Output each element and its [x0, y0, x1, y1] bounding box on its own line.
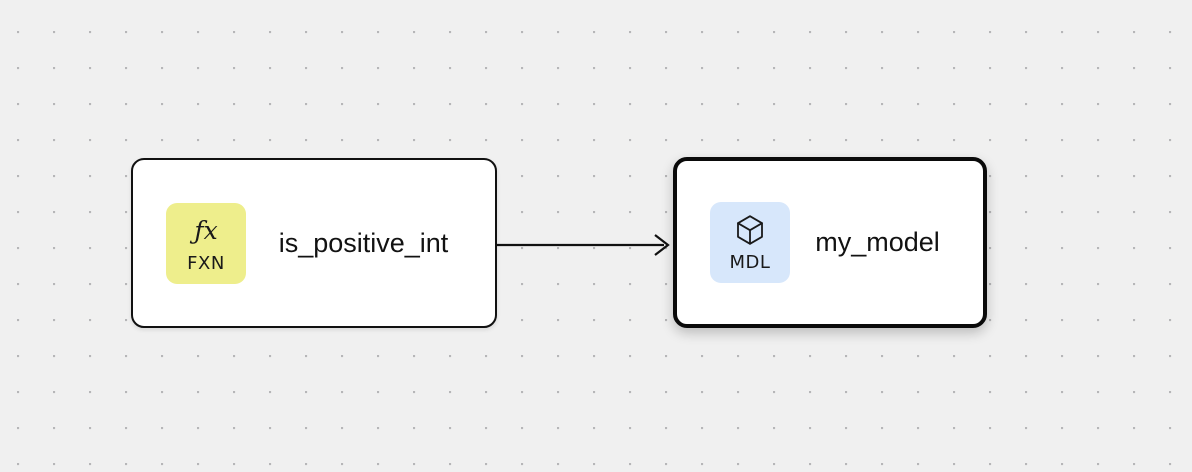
- node-type-badge-mdl: MDL: [710, 202, 790, 283]
- node-type-abbr: MDL: [729, 252, 771, 273]
- edge-arrowhead-icon: [654, 234, 670, 256]
- node-type-badge-fxn: ƒx FXN: [166, 202, 246, 284]
- function-fx-icon: ƒx: [194, 216, 218, 245]
- cube-icon: [735, 213, 765, 247]
- node-my-model[interactable]: MDL my_model: [673, 157, 987, 328]
- edge-is-positive-int-to-my-model[interactable]: [497, 234, 670, 256]
- node-title: my_model: [815, 227, 940, 257]
- node-type-abbr: FXN: [187, 252, 225, 274]
- node-is-positive-int[interactable]: ƒx FXN is_positive_int: [131, 158, 497, 328]
- node-title: is_positive_int: [278, 227, 449, 258]
